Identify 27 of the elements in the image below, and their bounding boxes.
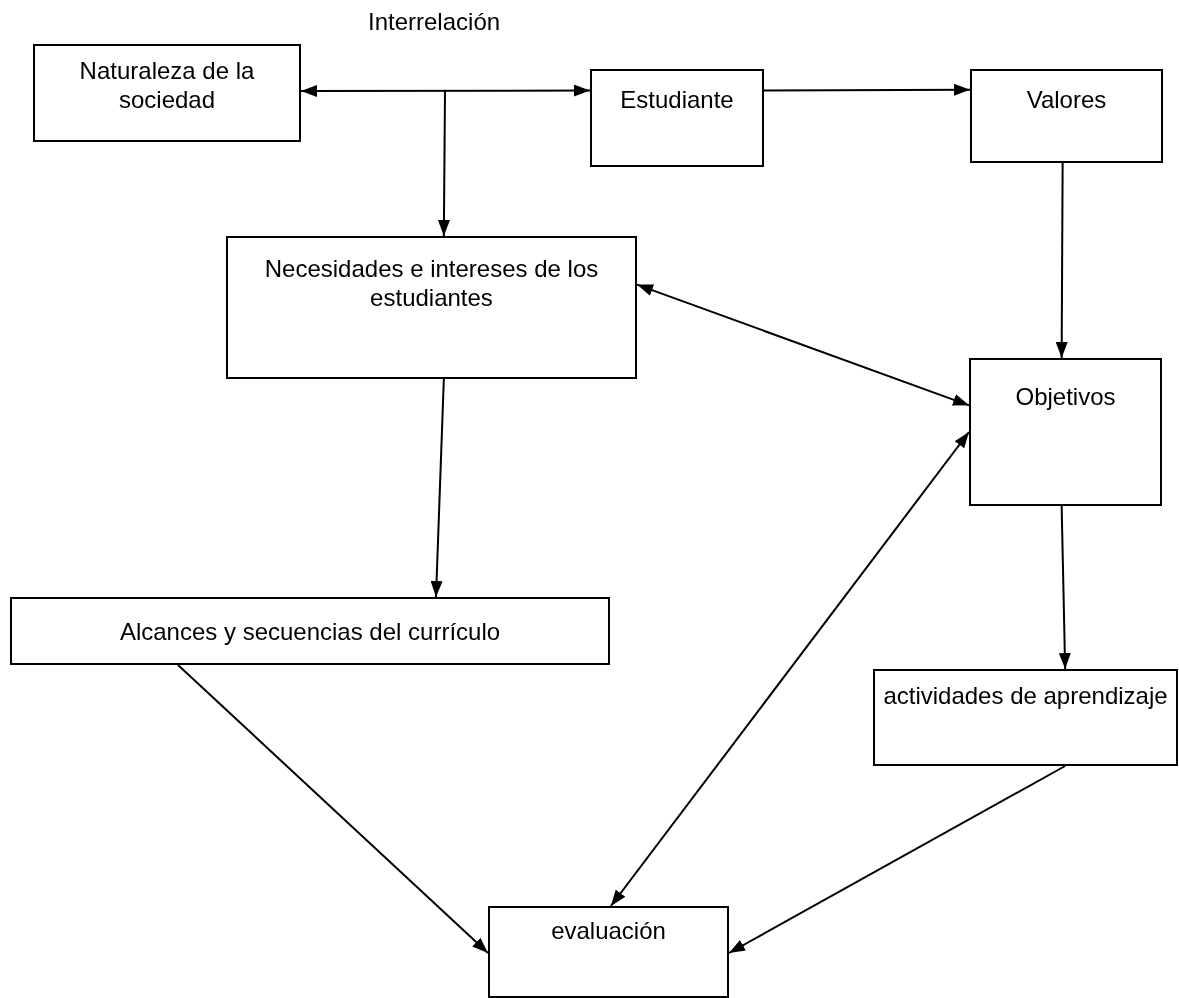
process-box <box>10 597 610 665</box>
arrow <box>1058 505 1071 670</box>
box-text: Objetivos <box>1014 382 1117 411</box>
annotation-text: Interrelación <box>368 8 501 36</box>
arrow <box>437 90 450 237</box>
process-box <box>226 236 637 379</box>
arrow <box>609 431 970 907</box>
box-text: actividades de aprendizaje <box>883 681 1168 710</box>
box-text: Naturaleza de la sociedad <box>78 56 256 114</box>
arrow <box>763 83 971 96</box>
arrow <box>636 283 970 407</box>
arrow <box>300 84 591 97</box>
arrow <box>430 378 445 598</box>
box-text: Alcances y secuencias del currículo <box>118 617 502 646</box>
arrow <box>728 765 1067 954</box>
process-box <box>590 69 764 167</box>
arrow <box>1055 162 1068 359</box>
box-text: Valores <box>1025 85 1108 114</box>
box-text: Estudiante <box>619 85 735 114</box>
process-box <box>33 44 301 142</box>
process-box <box>970 69 1163 163</box>
arrow <box>177 664 489 954</box>
process-box <box>488 906 729 998</box>
process-box <box>873 669 1178 766</box>
process-box <box>969 358 1162 506</box>
box-text: evaluación <box>550 916 667 945</box>
box-text: Necesidades e intereses de los estudiantes <box>263 254 600 312</box>
